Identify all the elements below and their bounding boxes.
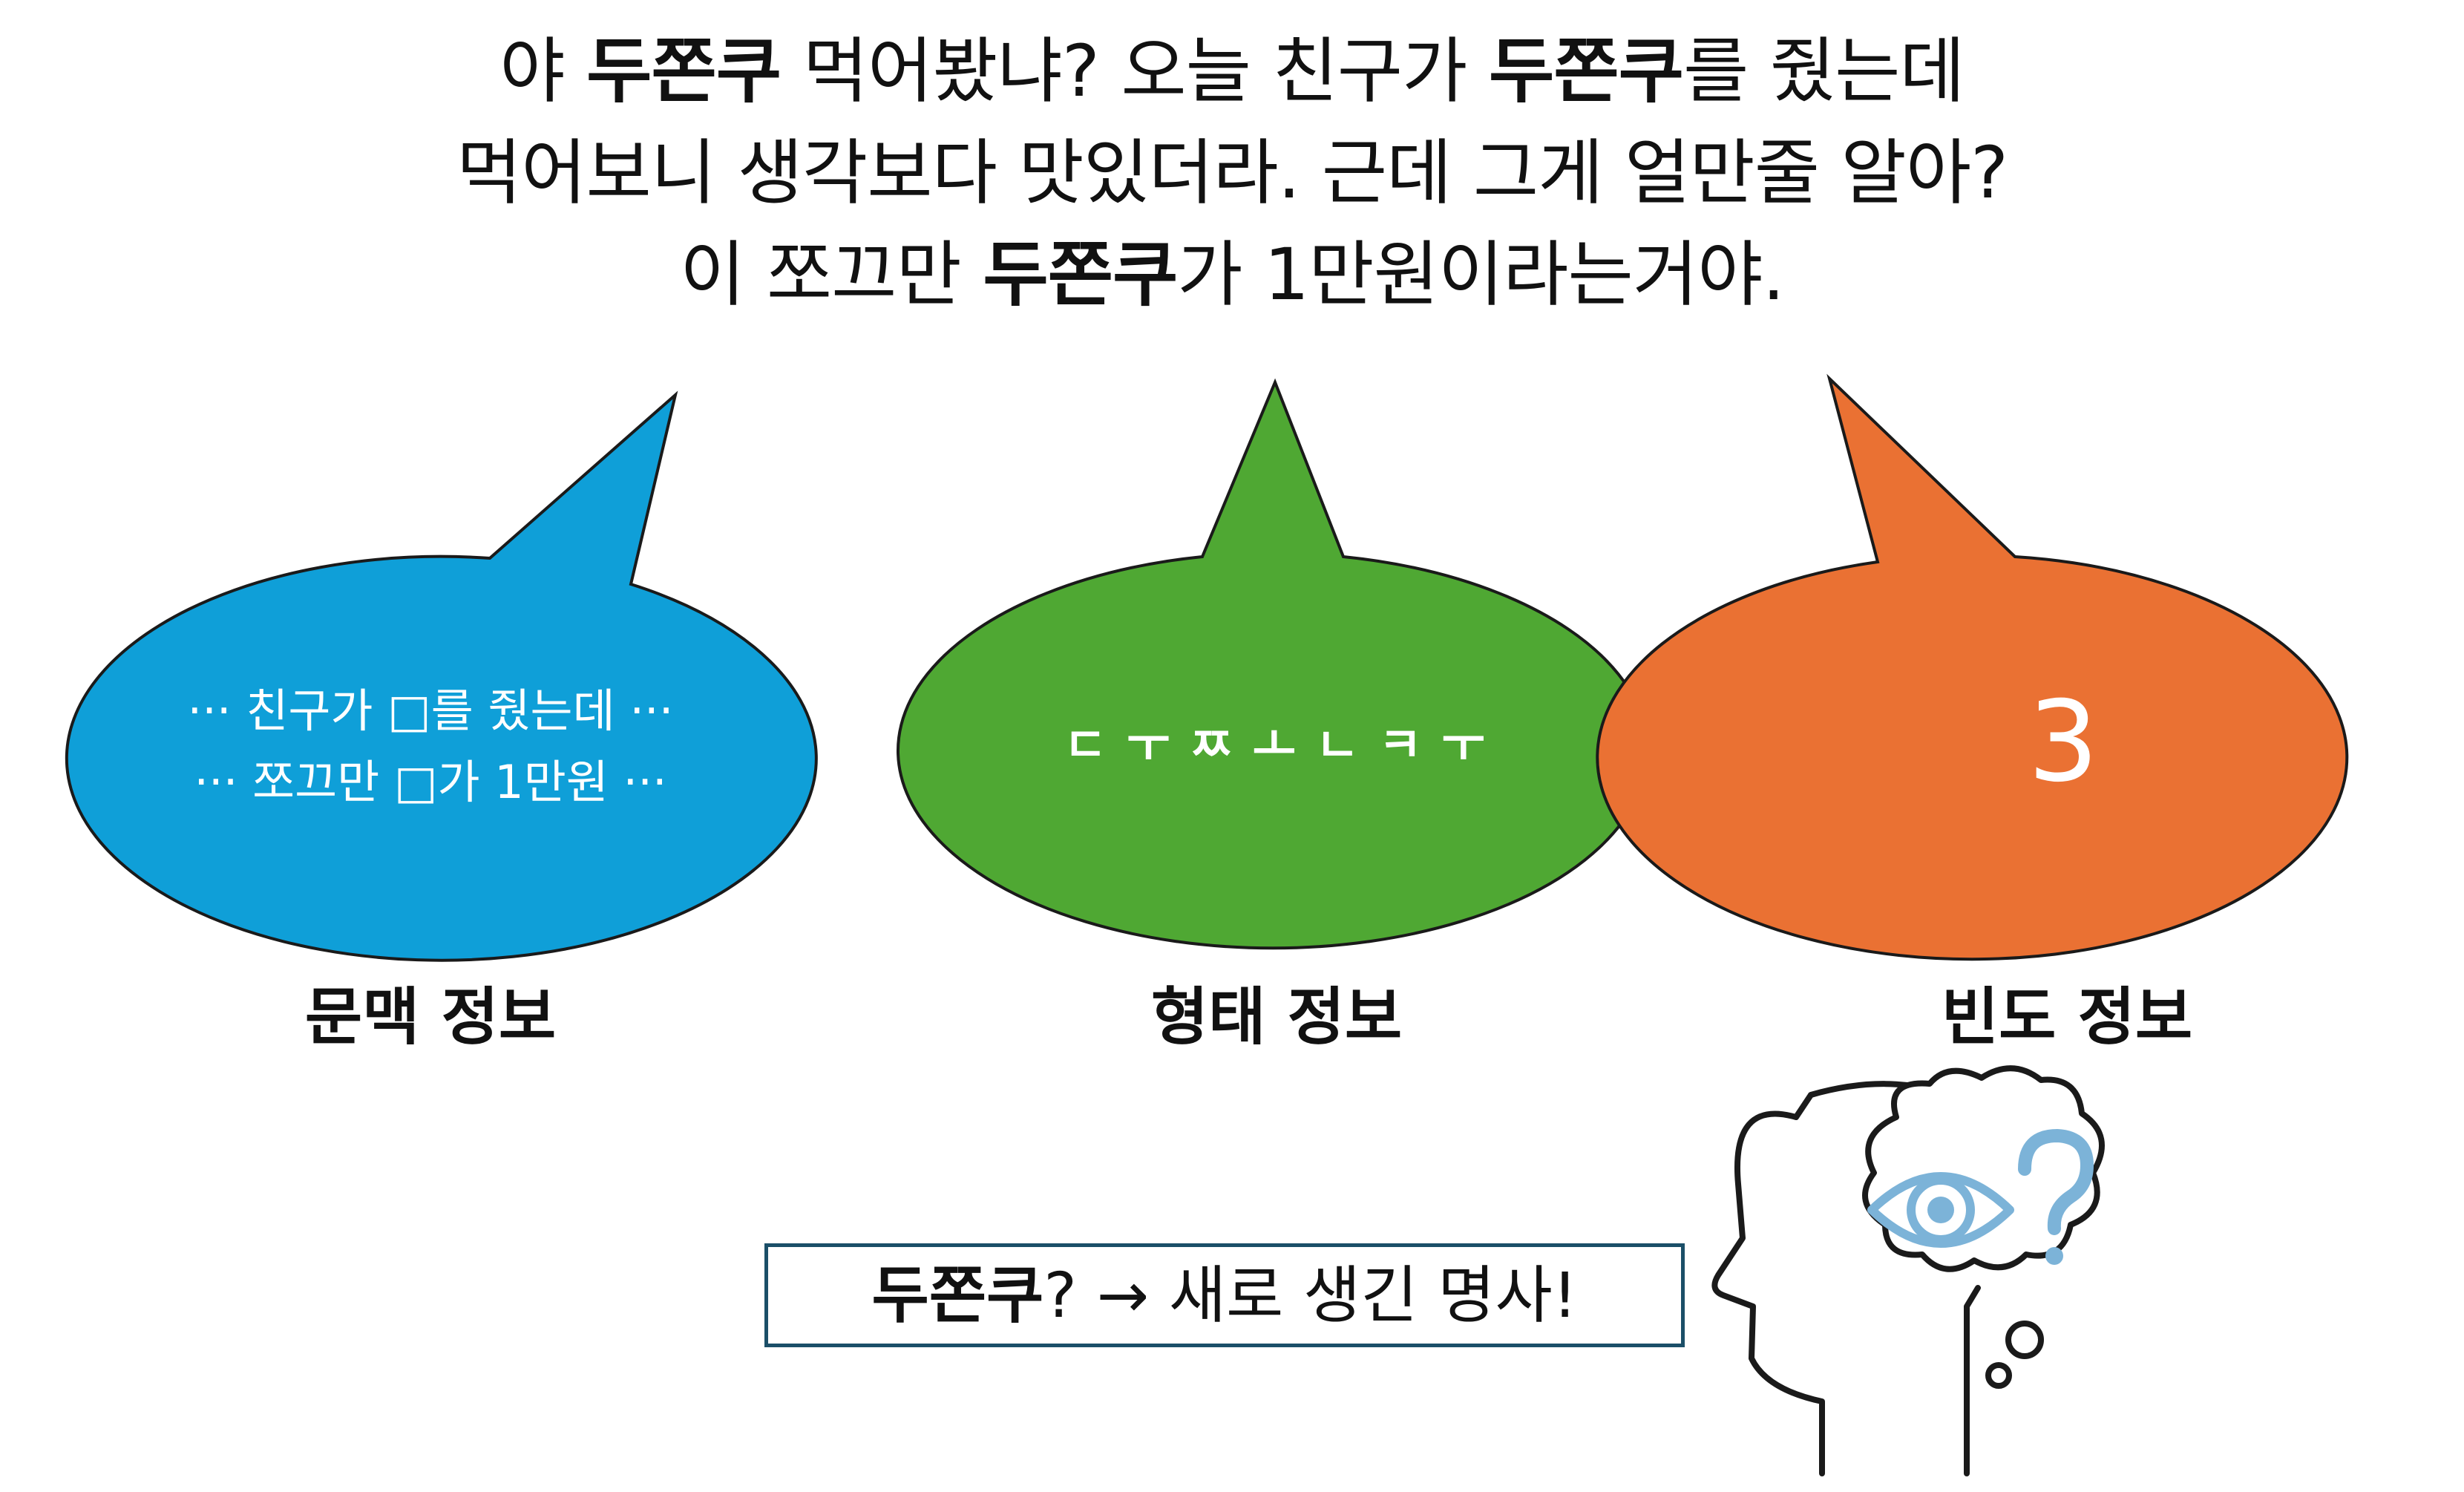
thought-bubble-small [1985, 1362, 2012, 1389]
context-line-2: ··· 쪼끄만 □가 1만원 ··· [194, 755, 667, 809]
bubble-context-shape [65, 390, 818, 962]
neck-back [1964, 1285, 1981, 1476]
head-outline [1711, 1092, 1825, 1476]
question-mark-hook [2018, 1128, 2094, 1235]
conclusion-box: 두쫀쿠? → 새로 생긴 명사! [764, 1243, 1685, 1347]
eye-iris [1907, 1176, 1975, 1244]
intro-text: 야 두쫀쿠 먹어봤냐? 오늘 친구가 두쫀쿠를 줬는데 먹어보니 생각보다 맛있… [0, 21, 2464, 326]
caption-context-info: 문맥 정보 [304, 981, 557, 1053]
thought-bubble-large [2005, 1321, 2044, 1359]
conclusion-rest: ? → 새로 생긴 명사! [1043, 1259, 1578, 1332]
head-thinking-icon [1711, 1065, 2105, 1476]
form-bubble-text: ㄷㅜㅉㅗㄴㅋㅜ [1063, 719, 1505, 773]
thought-cloud [1862, 1065, 2105, 1272]
eye-outline [1867, 1172, 2014, 1248]
question-mark-icon [2018, 1128, 2094, 1265]
caption-form-info: 형태 정보 [1150, 981, 1403, 1053]
context-line-1: ··· 친구가 □를 줬는데 ··· [187, 684, 674, 738]
conclusion-word: 두쫀쿠 [871, 1259, 1044, 1332]
eye-pupil [1927, 1197, 1954, 1223]
highlight-word: 두쫀쿠 [1488, 30, 1684, 113]
eye-icon [1867, 1172, 2014, 1248]
question-mark-dot [2045, 1247, 2063, 1265]
bubble-frequency-shape [1596, 373, 2349, 961]
head-top [1808, 1081, 1910, 1098]
context-bubble-text: ··· 친구가 □를 줬는데 ··· ··· 쪼끄만 □가 1만원 ··· [134, 675, 727, 818]
bubble-form-shape [897, 378, 1649, 950]
bubble-context [65, 390, 818, 962]
intro-line-2: 먹어보니 생각보다 맛있더라. 근데 그게 얼만줄 알아? [456, 131, 2008, 215]
bubble-form [897, 378, 1649, 950]
highlight-word: 두쫀쿠 [983, 233, 1178, 316]
intro-line-3: 이 쪼끄만 두쫀쿠가 1만원이라는거야. [680, 233, 1785, 316]
bubble-frequency [1596, 373, 2349, 961]
intro-line-1: 야 두쫀쿠 먹어봤냐? 오늘 친구가 두쫀쿠를 줬는데 [499, 30, 1965, 113]
caption-frequency-info: 빈도 정보 [1941, 981, 2193, 1053]
frequency-bubble-text: 3 [2028, 678, 2099, 807]
highlight-word: 두쫀쿠 [586, 30, 782, 113]
